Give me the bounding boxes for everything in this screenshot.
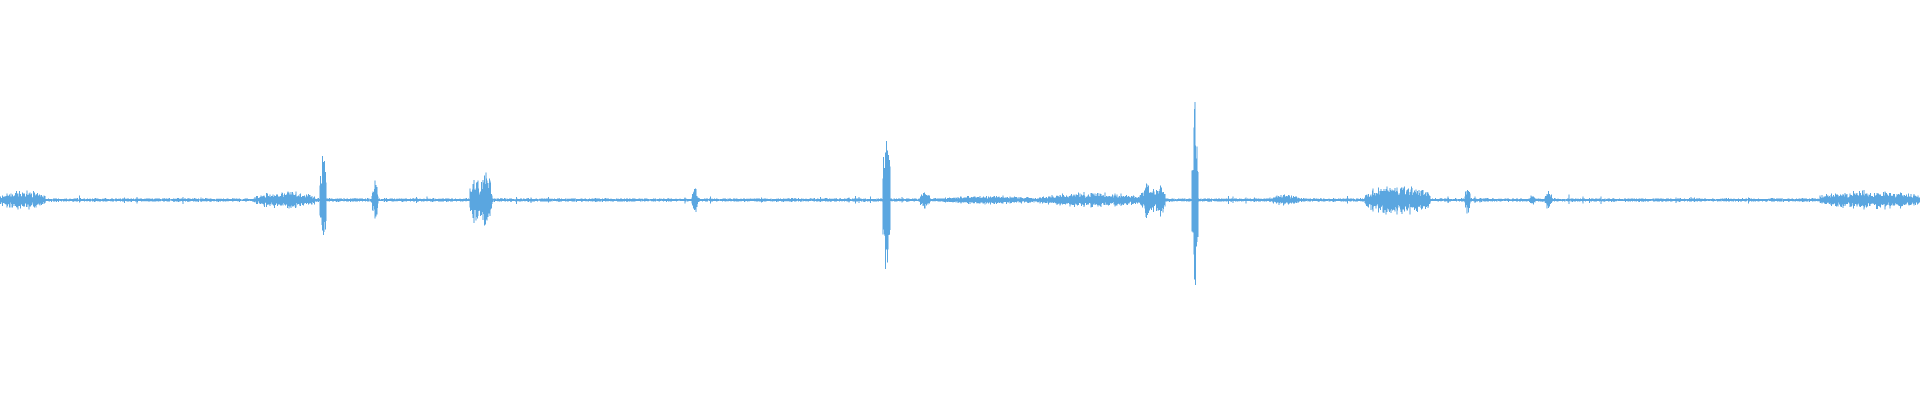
- waveform-trace-group: [0, 102, 1920, 285]
- waveform-trace: [0, 102, 1920, 285]
